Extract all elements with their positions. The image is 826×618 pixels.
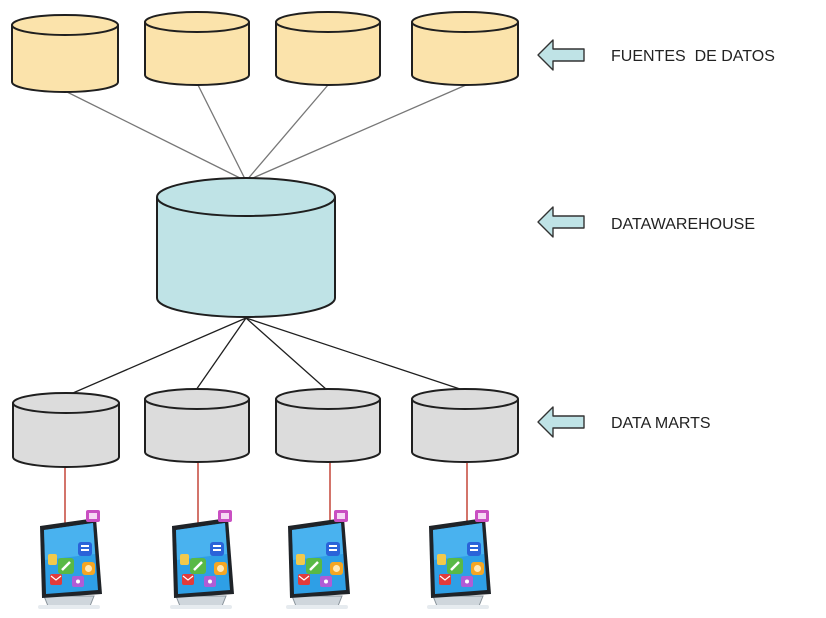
link-source-2 <box>197 84 247 182</box>
data-sources-group <box>11 11 519 93</box>
left-arrow-icon <box>537 206 585 238</box>
link-mart-1 <box>65 317 247 397</box>
client-apps-group <box>36 508 493 611</box>
data-marts-group <box>12 388 519 468</box>
left-arrow-icon <box>537 406 585 438</box>
database-icon <box>275 11 381 86</box>
link-source-3 <box>245 84 329 182</box>
database-icon <box>411 388 519 463</box>
label-datawarehouse: DATAWAREHOUSE <box>611 216 755 233</box>
warehouse-to-mart-links <box>65 317 464 397</box>
label-data-marts: DATA MARTS <box>611 415 711 432</box>
source-to-warehouse-links <box>64 84 467 182</box>
datawarehouse-database-icon <box>156 177 336 318</box>
link-mart-2 <box>195 317 247 391</box>
database-icon <box>11 14 119 93</box>
monitor-apps-icon <box>168 508 236 611</box>
link-mart-4 <box>245 317 464 391</box>
mart-to-app-links <box>64 461 468 540</box>
link-source-1 <box>64 90 247 182</box>
database-icon <box>275 388 381 463</box>
left-arrow-icon <box>537 39 585 71</box>
database-icon <box>411 11 519 86</box>
link-source-4 <box>245 84 467 182</box>
database-icon <box>144 388 250 463</box>
monitor-apps-icon <box>284 508 352 611</box>
label-data-sources: FUENTES DE DATOS <box>611 48 775 65</box>
database-icon <box>12 392 120 468</box>
monitor-apps-icon <box>425 508 493 611</box>
monitor-apps-icon <box>36 508 104 611</box>
database-icon <box>144 11 250 86</box>
link-mart-3 <box>245 317 328 391</box>
